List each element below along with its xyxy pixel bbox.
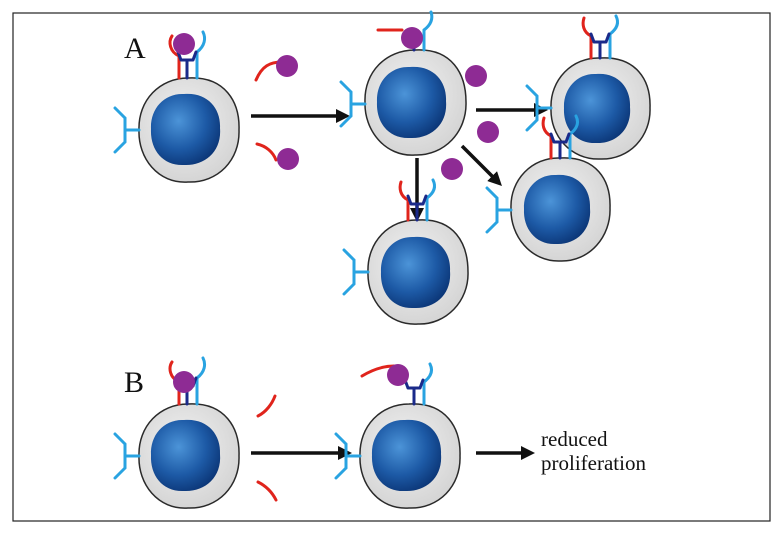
free-receptor-fragment [256,480,278,502]
receptor-red [398,180,410,222]
ligand-particle-icon [465,65,487,87]
nucleus-icon [150,419,221,492]
receptor-red [541,116,553,160]
nucleus-icon [380,236,451,309]
ligand-particle-icon [173,33,195,55]
ligand-particle-icon [477,121,499,143]
panel-label-a: A [124,32,146,65]
ligand-particle-icon [173,371,195,393]
cell-a2 [339,10,467,156]
cell-a1 [113,30,240,183]
receptor-dark-blue [406,194,428,222]
outcome-label-line-1: reduced [541,427,608,451]
receptor-dark-blue [589,32,611,60]
free-receptor-fragment [256,394,277,418]
nucleus-icon [523,174,591,245]
receptor-dark-blue [403,378,425,406]
outcome-label-line-2: proliferation [541,451,646,475]
nucleus-icon [376,66,447,139]
cell-b1 [113,356,240,509]
cell-b2 [334,362,461,509]
ligand-particle-icon [387,364,409,386]
free-complex-a2 [255,142,299,170]
receptor-light-blue [608,14,620,60]
receptor-light-blue [422,10,434,52]
receptor-red [168,34,181,80]
cell-a3 [525,14,651,160]
nucleus-icon [371,419,442,492]
figure-frame [12,12,771,522]
receptor-dark-blue [549,132,571,160]
ligand-particle-icon [277,148,299,170]
receptor-light-blue [195,356,207,406]
cell-a5 [342,178,469,325]
receptor-dark-blue [176,50,198,80]
receptor-red [581,16,593,60]
panel-label-b: B [124,366,144,399]
arrow-icon [460,144,502,186]
released-complex-b [360,364,409,386]
ligand-particle-icon [401,27,423,49]
receptor-light-blue [568,114,580,160]
receptor-light-blue [422,362,434,406]
cell-a4 [485,114,611,262]
free-complex-a1 [254,55,298,82]
receptor-light-blue [425,178,437,222]
nucleus-icon [563,73,631,144]
ligand-particle-icon [441,158,463,180]
receptor-light-blue [195,30,207,80]
nucleus-icon [150,93,221,166]
ligand-particle-icon [276,55,298,77]
